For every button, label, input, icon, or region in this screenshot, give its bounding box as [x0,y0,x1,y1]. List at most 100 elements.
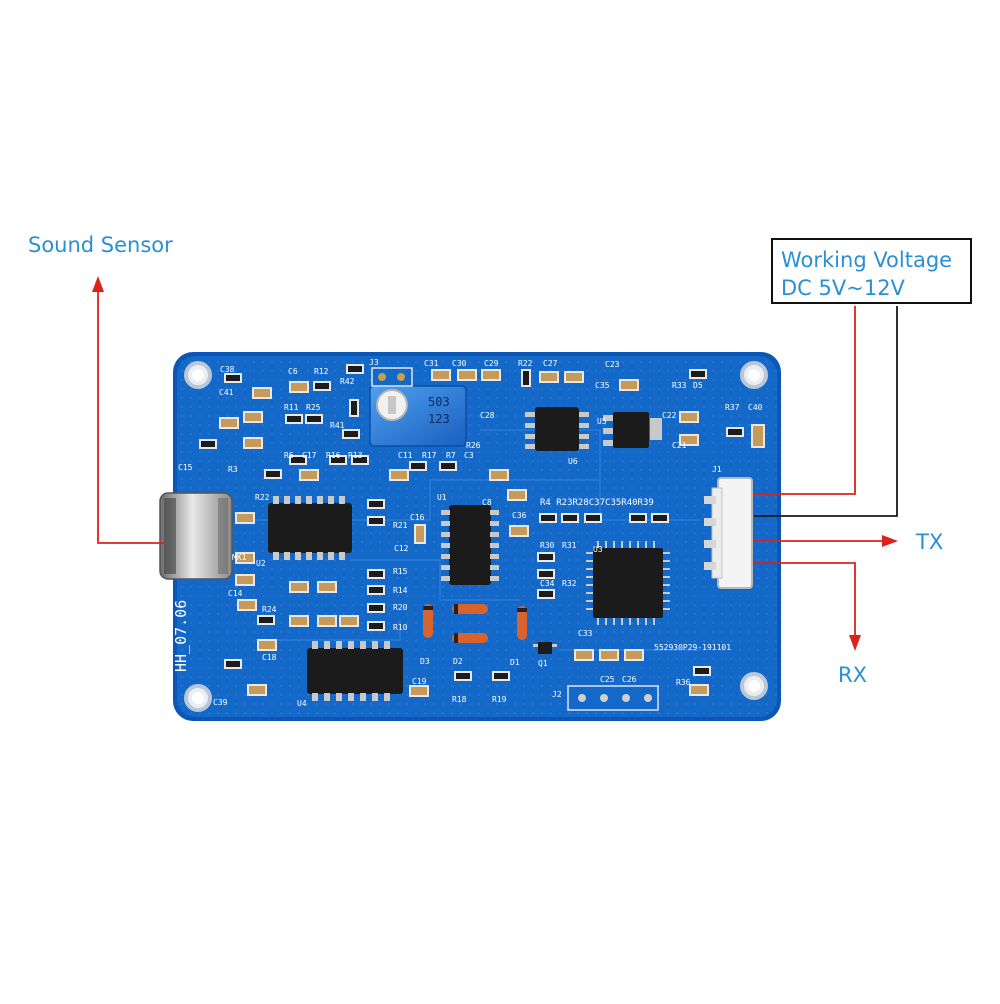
smd-capacitors [219,369,765,697]
ref-label: R6 [284,451,294,460]
ref-label: R31 [562,541,577,550]
ref-label: R42 [340,377,355,386]
ref-label: C29 [484,359,499,368]
ref-label: R3 [228,465,238,474]
ref-label: C17 [302,451,317,460]
ref-label: R12 [314,367,329,376]
ref-label: C31 [424,359,439,368]
ref-label: C30 [452,359,467,368]
diode-d2a [452,604,488,614]
ref-label: C21 [672,441,687,450]
ref-label: R11 [284,403,299,412]
ref-label: R17 [422,451,437,460]
ref-label: R19 [492,695,507,704]
transistor-q1 [533,642,557,654]
ref-label: C6 [288,367,298,376]
ref-label: R16 [326,451,341,460]
ref-label: C35 [595,381,610,390]
mounting-hole [184,684,212,712]
ref-label: R41 [330,421,345,430]
mcu-u3 [586,541,670,625]
header-j2 [567,685,659,711]
working-voltage-range: DC 5V~12V [781,276,905,300]
working-voltage-title: Working Voltage [781,248,953,272]
ref-label: C3 [464,451,474,460]
ref-label: C11 [398,451,413,460]
mounting-hole [740,361,768,389]
ref-label: C16 [410,513,425,522]
mcu-marking: 552930P29-191101 [654,643,731,652]
ref-label: R7 [446,451,456,460]
ref-label: R21 [393,521,408,530]
ref-label: C18 [262,653,277,662]
rx-pointer [754,562,861,651]
ref-label: R22 [518,359,533,368]
ref-label: R18 [452,695,467,704]
ref-label: C34 [540,579,555,588]
ref-label: R20 [393,603,408,612]
silkscreen-labels: C38 C41 C6 R12 R42 J3 C31 C30 C29 R22 C2… [172,358,763,708]
ref-label: R26 [466,441,481,450]
ref-label: R33 [672,381,687,390]
header-j3 [371,367,413,387]
ref-label: D2 [453,657,463,666]
pot-marking-top: 503 [428,395,450,409]
ref-label: U4 [297,699,307,708]
ref-label: C14 [228,589,243,598]
pot-marking-bottom: 123 [428,412,450,426]
ref-label: D1 [510,658,520,667]
ref-label: U3 [593,545,603,554]
ref-label: J3 [369,358,379,367]
ref-label: J1 [712,465,722,474]
ic-u1 [441,505,499,585]
ref-label: Q1 [538,659,548,668]
ref-label: C26 [622,675,637,684]
ref-label: R25 [306,403,321,412]
sound-sensor-label: Sound Sensor [28,233,173,257]
smd-resistors [199,364,744,681]
ref-label: R15 [393,567,408,576]
ref-label: MK1 [232,553,247,562]
diode-d1 [517,606,527,640]
ref-label: C39 [213,698,228,707]
tx-label: TX [916,530,944,554]
ref-label: R14 [393,586,408,595]
ref-label: C8 [482,498,492,507]
ref-label: R13 [348,451,363,460]
ref-label: C15 [178,463,193,472]
ref-label: C41 [219,388,234,397]
regulator-u5 [603,412,662,448]
ref-label: D3 [420,657,430,666]
ref-label-strip: R4 R23R28C37C35R40R39 [540,498,654,508]
ref-label: R30 [540,541,555,550]
ref-label: C25 [600,675,615,684]
ic-u4 [307,641,403,701]
ref-label: R24 [262,605,277,614]
ref-label: U1 [437,493,447,502]
diode-d3 [423,604,433,638]
ref-label: J2 [552,690,562,699]
ref-label: D5 [693,381,703,390]
working-voltage-box: Working Voltage DC 5V~12V [771,238,972,304]
ref-label: R22 [255,493,270,502]
ref-label: C33 [578,629,593,638]
ref-label: U5 [597,417,607,426]
ref-label: C40 [748,403,763,412]
ref-label: C19 [412,677,427,686]
voltage-wires [754,306,898,517]
ref-label: C27 [543,359,558,368]
mounting-hole [184,361,212,389]
microphone [159,492,233,580]
ref-label: C12 [394,544,409,553]
ref-label: R10 [393,623,408,632]
mounting-hole [740,672,768,700]
ref-label: R32 [562,579,577,588]
ref-label: C28 [480,411,495,420]
potentiometer [369,385,467,447]
ref-label: C36 [512,511,527,520]
ref-label: C22 [662,411,677,420]
ref-label: R36 [676,678,691,687]
ref-label: U2 [256,559,266,568]
diode-d2b [452,633,488,643]
